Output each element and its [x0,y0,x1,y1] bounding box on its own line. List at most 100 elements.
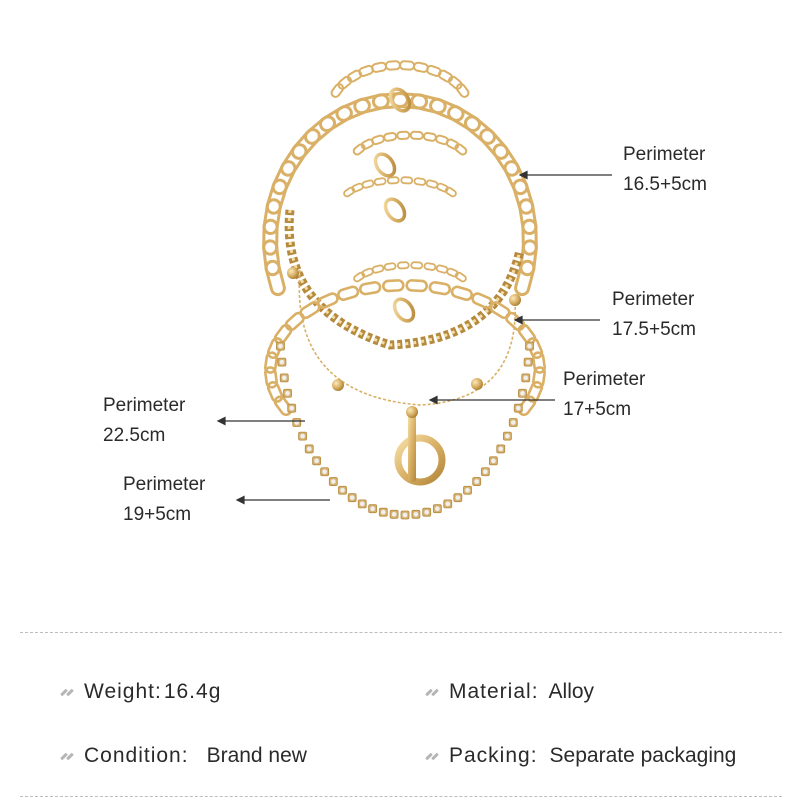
extender-chain-1 [330,60,470,98]
chain-link [361,179,375,189]
chain-link [492,143,520,177]
chain-link [429,97,465,122]
spec-value: 16.4g [163,680,222,703]
chain-link [346,69,363,83]
perimeter-value: 22.5cm [103,425,166,446]
arrow-left-pointer-5 [235,495,330,505]
chain-link [399,60,416,71]
rhinestone [422,507,432,517]
chain-link [352,143,366,156]
chain-link [316,292,339,309]
chain-link [521,218,538,256]
chain-link [444,186,457,198]
chain-link [437,69,454,83]
rhinestone [472,477,482,486]
perimeter-value: 19+5cm [123,504,192,525]
perimeter-annotation-4: Perimeter 22.5cm [103,391,185,451]
chain-link [454,143,468,156]
rhinestone [279,373,289,383]
chain-link [489,301,511,320]
chain-link [423,262,437,271]
rhinestone [432,504,442,514]
extender-chain-3 [343,176,457,198]
chain-link [330,83,345,98]
chain-link [512,178,535,215]
rhinestone [513,403,523,413]
chain-link [518,198,538,236]
perimeter-annotation-2: Perimeter 17.5+5cm [612,285,696,345]
bullet-icon [60,751,76,761]
chain-link [264,351,279,374]
extender-chain-2 [352,130,468,156]
arrow-right-pointer-2 [513,315,600,325]
rhinestone [463,485,472,495]
chain-link [446,267,459,278]
chain-link [505,311,526,332]
chain-link [514,259,536,297]
arrow-right-pointer-1 [518,170,612,180]
perimeter-value: 17.5+5cm [612,319,696,340]
curb-chain-bracelet [264,279,546,417]
rhinestone [502,431,512,441]
chain-link [426,64,442,77]
chain-link [290,128,321,160]
chain-link [304,115,337,145]
chain-link [353,271,366,283]
chain-link [262,218,279,256]
chain-link [396,130,411,141]
chain-link [526,381,544,403]
chain-link [284,311,305,332]
chain-link [455,83,470,98]
chain-link [479,128,510,160]
spec-material: Material: Alloy [425,680,594,704]
chain-link [409,130,424,141]
chain-link [428,281,452,296]
chain-link [371,264,385,274]
chain-link [373,177,387,186]
rhinestone [328,477,338,486]
arrow-right-pointer-3 [428,395,555,405]
rhinestone [368,504,378,514]
rhinestone [525,341,534,351]
spec-packing: Packing: Separate packaging [425,744,736,768]
chain-link [413,177,427,186]
chain-link [335,97,371,122]
chain-link [262,239,281,277]
spec-label: Condition: [84,744,189,767]
spec-value: Alloy [548,680,595,703]
chain-link [265,178,288,215]
box-chain-bracelet [284,209,525,350]
perimeter-label: Perimeter [623,144,706,165]
gold-bead [332,379,344,391]
rhinestone [304,444,314,454]
rhinestone [521,373,531,383]
chain-link [337,285,360,301]
rhinestone [357,499,367,509]
perimeter-annotation-5: Perimeter 19+5cm [123,470,205,530]
rhinestone [287,403,297,413]
rhinestone [523,357,533,367]
rhinestone [400,510,410,520]
rhinestone [480,467,490,477]
spec-condition: Condition: Brand new [60,744,307,768]
chain-link [353,93,390,115]
lobster-clasp [392,297,416,323]
arrow-left-pointer-4 [216,416,305,426]
chain-link [264,259,286,297]
rhinestone [496,444,506,454]
spec-value: Brand new [206,744,307,767]
perimeter-annotation-1: Perimeter 16.5+5cm [623,140,707,200]
chain-link [463,115,496,145]
rhinestone [389,509,399,519]
rhinestone [443,499,453,509]
perimeter-label: Perimeter [612,289,695,310]
chain-link [531,366,546,389]
rhinestone [276,341,285,351]
lobster-clasp [373,152,397,178]
chain-link [450,285,473,301]
rhinestone [378,507,388,517]
chain-link [447,105,482,133]
chain-link [383,262,397,271]
chain-link [266,381,284,403]
perimeter-label: Perimeter [563,369,646,390]
